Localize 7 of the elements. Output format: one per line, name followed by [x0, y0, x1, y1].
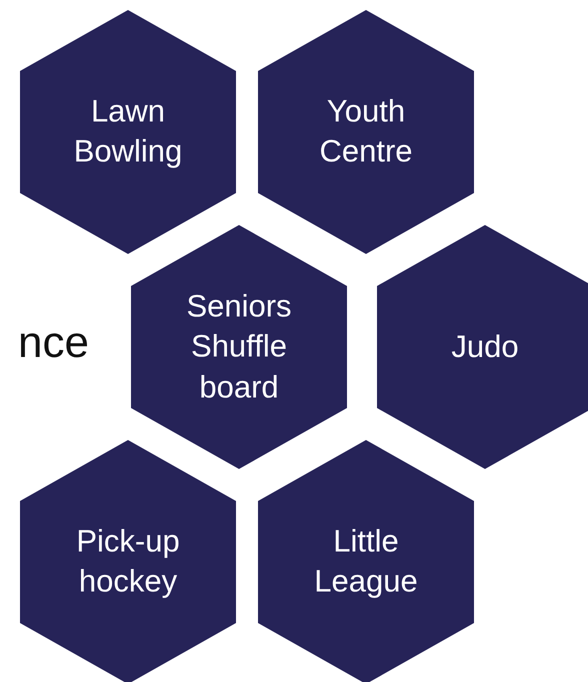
heading-text: nce [18, 318, 89, 368]
tile-label: Lawn Bowling [72, 92, 184, 171]
tile-label: Little League [313, 522, 419, 601]
tile-label: Seniors Shuffle board [185, 288, 293, 406]
tile-label: Pick-up hockey [75, 522, 181, 601]
tile-label: Judo [450, 328, 520, 366]
tile-label: Youth Centre [318, 92, 414, 171]
